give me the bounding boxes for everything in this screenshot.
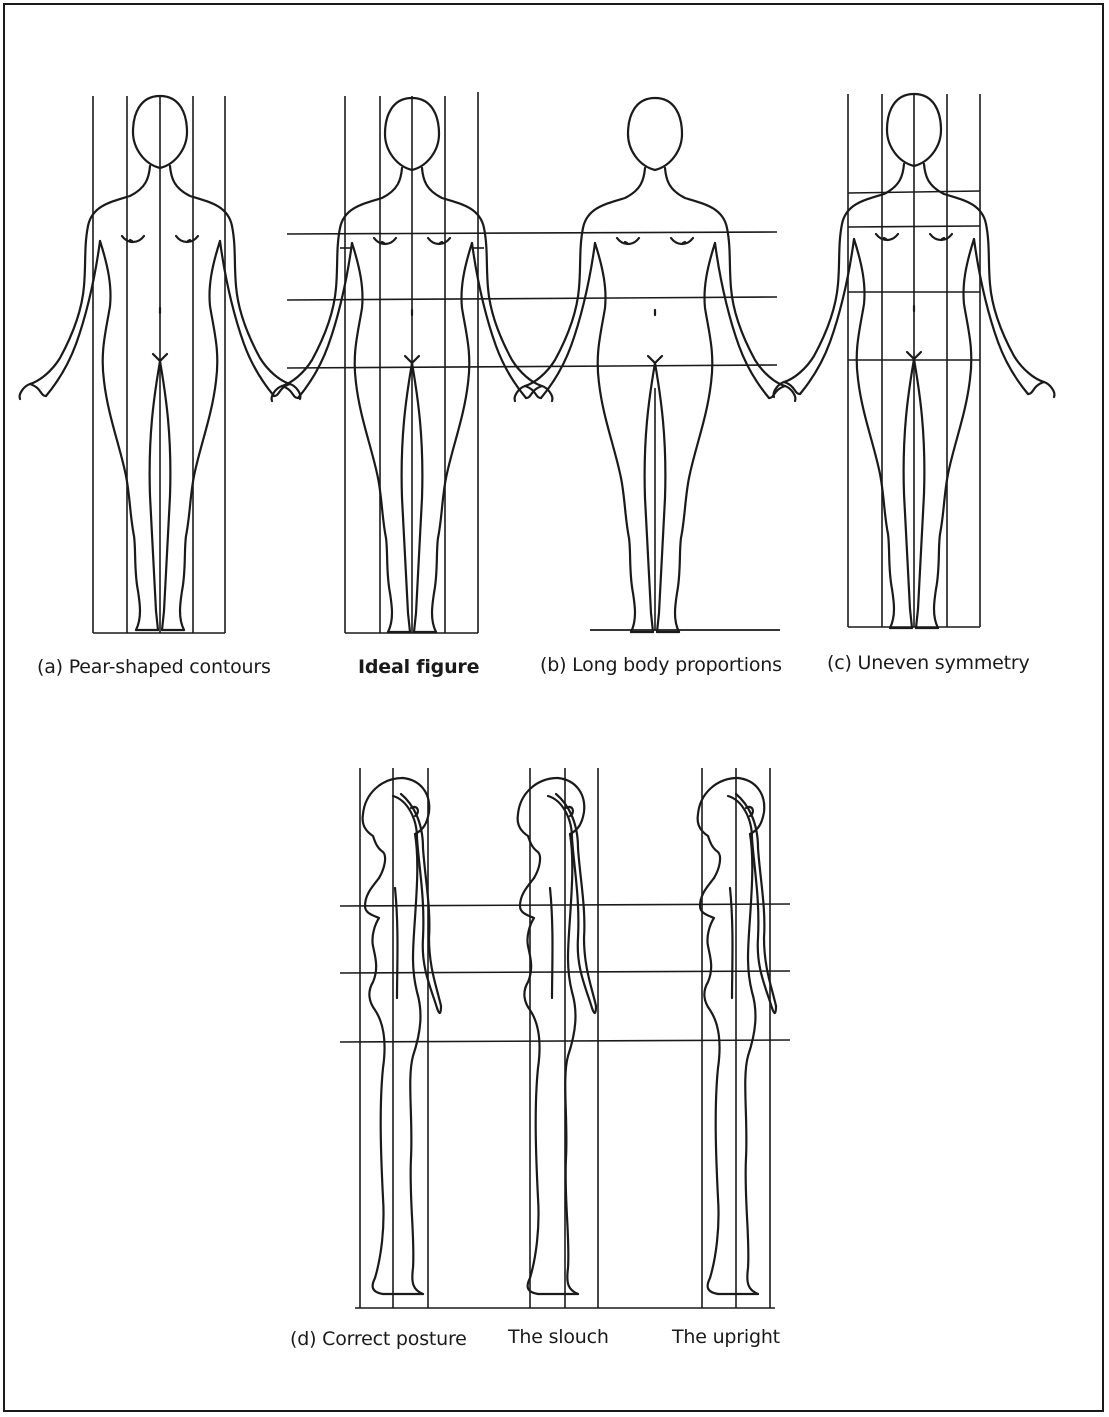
- figure-uneven: [774, 94, 1055, 628]
- caption-long: (b) Long body proportions: [540, 654, 782, 676]
- figure-ideal: [272, 92, 553, 633]
- figure-correct-posture: [360, 768, 441, 1308]
- caption-slouch: The slouch: [508, 1326, 609, 1348]
- caption-pear: (a) Pear-shaped contours: [37, 656, 271, 678]
- figure-slouch: [518, 768, 598, 1308]
- caption-uneven: (c) Uneven symmetry: [827, 652, 1030, 674]
- caption-correct-posture: (d) Correct posture: [290, 1328, 467, 1350]
- figure-pear: [20, 96, 301, 633]
- caption-ideal: Ideal figure: [358, 656, 479, 678]
- figure-upright: [698, 768, 776, 1308]
- caption-upright: The upright: [672, 1326, 780, 1348]
